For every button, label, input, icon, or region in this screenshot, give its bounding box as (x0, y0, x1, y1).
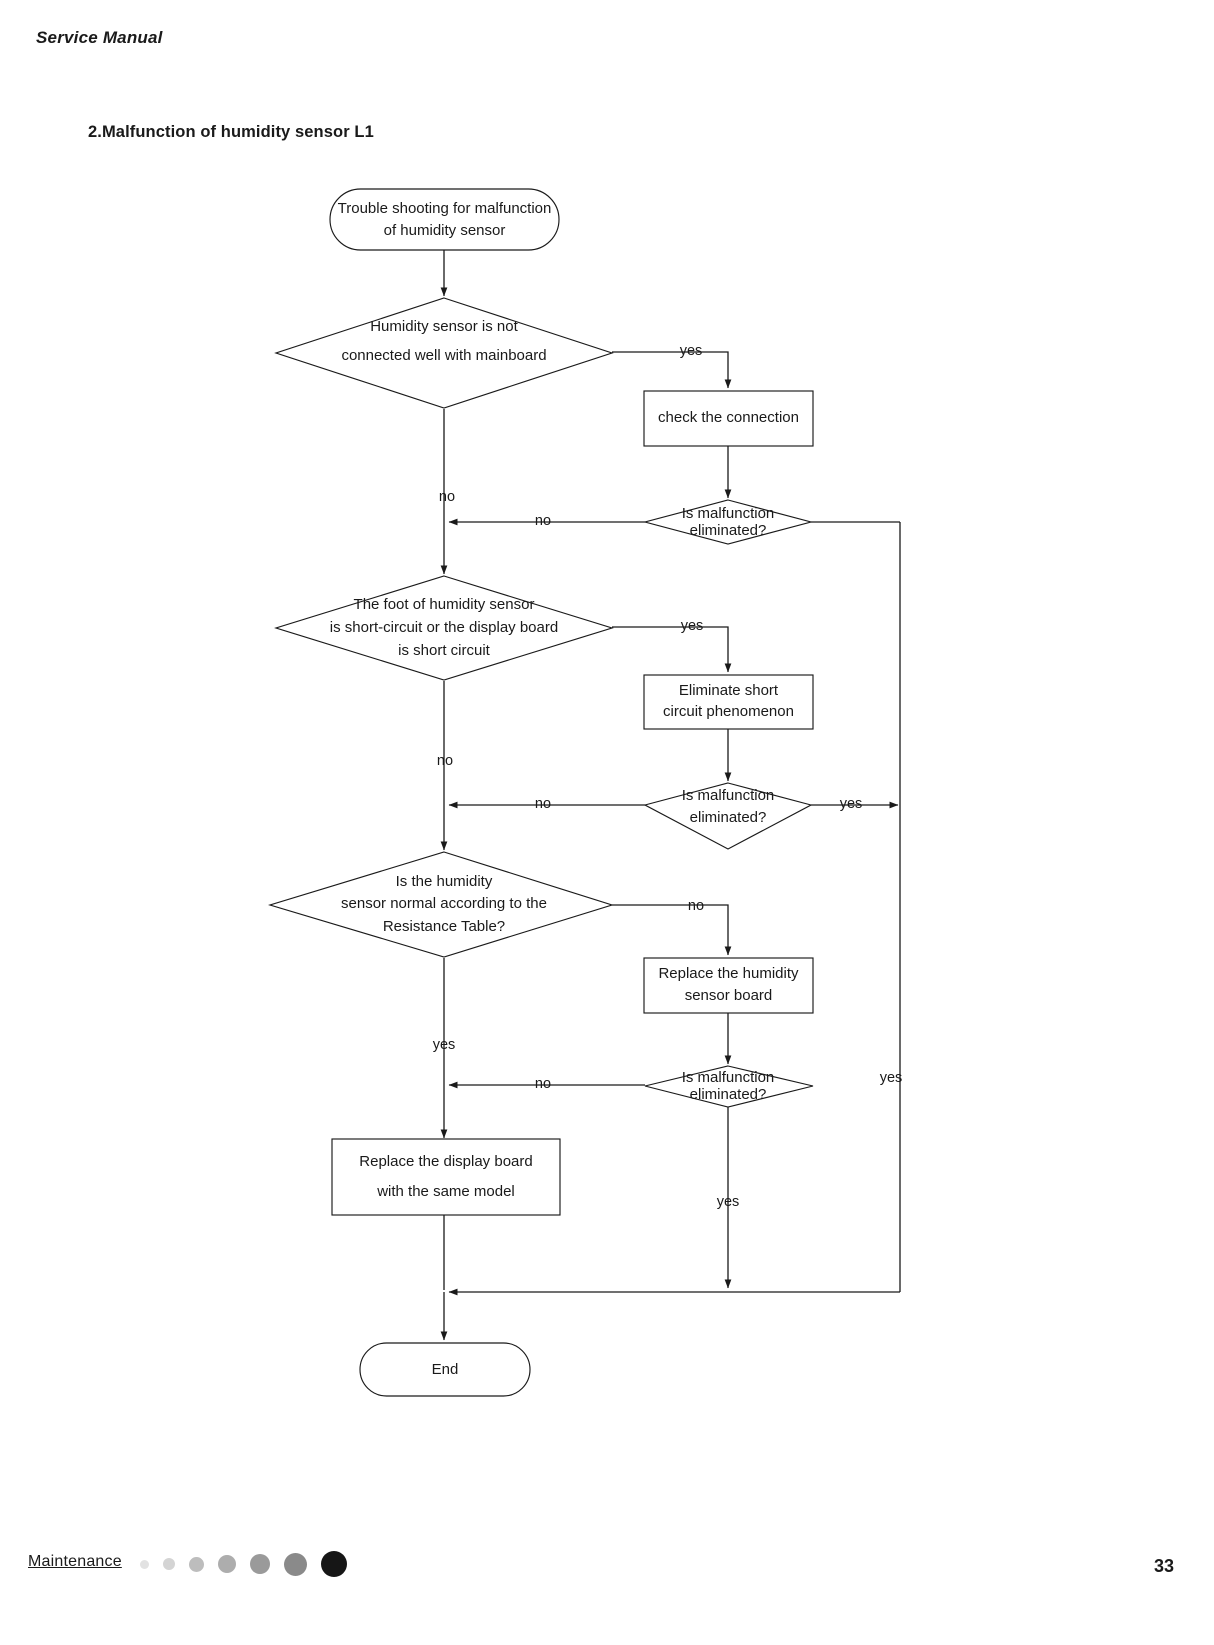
node-decision-eliminated-3 (644, 1065, 814, 1108)
node-d3e-line1: Is malfunction (682, 1069, 775, 1086)
node-d2e-line2: eliminated? (690, 809, 767, 826)
progress-dot (250, 1554, 270, 1574)
edge-label-yes-2-right: yes (840, 796, 863, 812)
progress-dot (140, 1559, 149, 1569)
node-d1e-line2: eliminated? (690, 522, 767, 539)
node-decision-eliminated-1 (642, 499, 814, 545)
node-d2-line2: is short-circuit or the display board (330, 619, 558, 636)
edge-label-yes-1: yes (680, 343, 703, 359)
node-p4-line2: with the same model (376, 1183, 515, 1200)
node-d1-line1: Humidity sensor is not (370, 318, 518, 335)
node-start (329, 188, 560, 251)
edge-label-yes-3-bottom: yes (717, 1194, 740, 1210)
edge-label-no-1-left: no (535, 513, 551, 529)
node-d1e-line1: Is malfunction (682, 505, 775, 522)
node-p2-line1: Eliminate short (679, 682, 779, 699)
node-d2e-line1: Is malfunction (682, 787, 775, 804)
edge-label-no-1-down: no (439, 489, 455, 505)
node-check-connection (643, 390, 814, 447)
edge-label-yes-2: yes (681, 618, 704, 634)
node-start-line1: Trouble shooting for malfunction (338, 200, 552, 217)
node-p3-line2: sensor board (685, 987, 773, 1004)
node-p4-line1: Replace the display board (359, 1153, 532, 1170)
edge-d2-yes-to-p2 (612, 626, 732, 673)
node-end-line1: End (432, 1361, 459, 1378)
node-decision-resistance-table (268, 851, 614, 958)
node-replace-humidity-sensor-board (643, 957, 814, 1014)
footer-dot-progress (140, 1551, 347, 1577)
page-header-title: Service Manual (36, 28, 163, 47)
node-d2-line3: is short circuit (398, 642, 491, 659)
progress-dot (321, 1551, 347, 1577)
edge-label-no-3-left: no (535, 1076, 551, 1092)
node-d3-line3: Resistance Table? (383, 918, 505, 935)
section-heading: 2.Malfunction of humidity sensor L1 (88, 123, 374, 141)
page-number: 33 (1153, 1556, 1174, 1576)
progress-dot (284, 1552, 307, 1576)
node-d3-line1: Is the humidity (396, 873, 493, 890)
progress-dot (189, 1556, 204, 1572)
edge-d1-yes-to-p1 (612, 351, 732, 389)
edge-label-no-2-left: no (535, 796, 551, 812)
progress-dot (163, 1558, 175, 1570)
node-replace-display-board (331, 1138, 561, 1216)
edge-d3-no-to-p3 (612, 904, 732, 956)
node-p2-line2: circuit phenomenon (663, 703, 794, 720)
node-d2-line1: The foot of humidity sensor (354, 596, 535, 613)
node-p3-line1: Replace the humidity (658, 965, 799, 982)
node-decision-short-circuit (274, 575, 614, 681)
node-d3-line2: sensor normal according to the (341, 895, 547, 912)
node-end (359, 1342, 531, 1397)
node-d1-line2: connected well with mainboard (341, 347, 546, 364)
progress-dot (218, 1555, 236, 1573)
node-d3e-line2: eliminated? (690, 1086, 767, 1103)
edge-label-yes-return: yes (880, 1070, 903, 1086)
node-start-line2: of humidity sensor (384, 222, 506, 239)
edge-label-no-2-down: no (437, 753, 453, 769)
node-eliminate-short-circuit (643, 674, 814, 730)
edge-label-yes-3-down: yes (433, 1037, 456, 1053)
node-p1-line1: check the connection (658, 409, 799, 426)
node-decision-eliminated-2 (643, 782, 813, 850)
node-decision-connection (274, 297, 614, 409)
footer-maintenance-link[interactable]: Maintenance (28, 1553, 122, 1570)
edge-label-no-3-right: no (688, 898, 704, 914)
